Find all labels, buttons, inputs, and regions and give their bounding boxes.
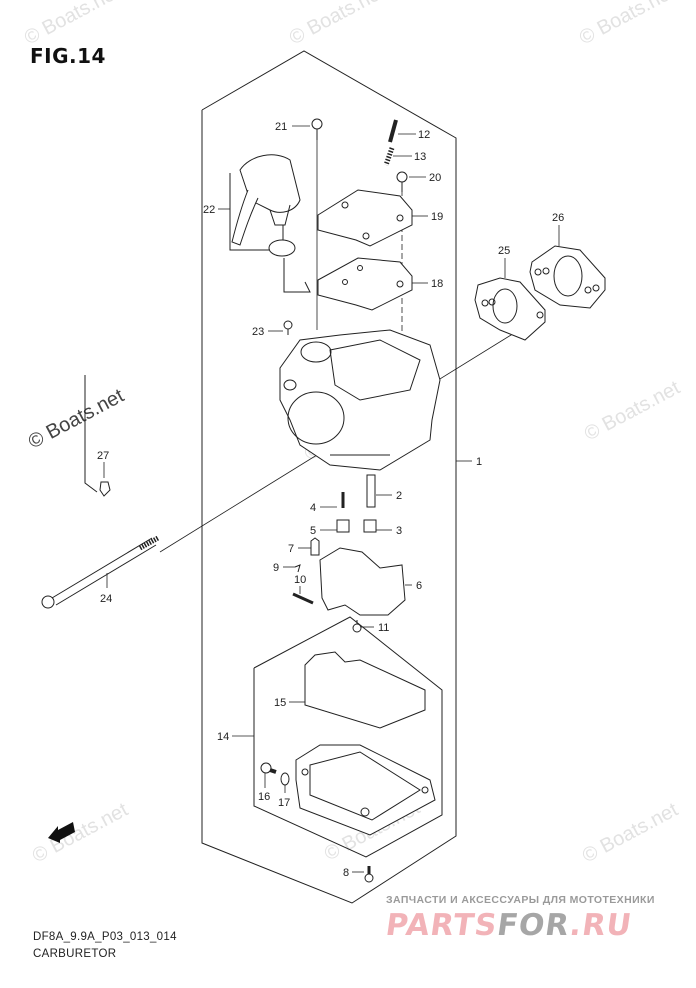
partsfor-logo: PARTSFOR.RU [384, 908, 635, 943]
float-chamber-outline [253, 616, 443, 858]
callout-11: 11 [378, 622, 389, 634]
part-17-gasket[interactable] [280, 772, 290, 786]
callout-17: 17 [278, 797, 290, 809]
callout-5: 5 [310, 525, 316, 537]
callout-2: 2 [396, 490, 402, 502]
callout-13: 13 [414, 151, 426, 163]
figure-code: DF8A_9.9A_P03_013_014 [33, 931, 177, 943]
part-9-clip[interactable] [294, 564, 301, 573]
part-11-screw[interactable] [352, 620, 362, 633]
callout-1: 1 [476, 456, 482, 468]
part-5-cap[interactable] [336, 519, 350, 533]
part-12-screw[interactable] [388, 119, 398, 143]
figure-title: FIG.14 [30, 44, 106, 68]
part-22-enrichener-valve[interactable] [229, 154, 311, 293]
partsfor-logo-ru: .RU [567, 908, 635, 943]
callout-14: 14 [217, 731, 229, 743]
callout-15: 15 [274, 697, 286, 709]
part-24-bolt[interactable] [41, 535, 160, 609]
part-8-screw[interactable] [364, 866, 374, 883]
part-19-plate[interactable] [317, 189, 413, 247]
callout-27: 27 [97, 450, 109, 462]
fwd-arrow-icon [48, 822, 75, 843]
partsfor-tagline: ЗАПЧАСТИ И АКСЕССУАРЫ ДЛЯ МОТОТЕХНИКИ [386, 894, 655, 906]
callout-8: 8 [343, 867, 349, 879]
callout-20: 20 [429, 172, 441, 184]
partsfor-logo-parts: PARTS [383, 908, 500, 943]
part-18-gasket[interactable] [317, 257, 413, 311]
float-chamber-bowl[interactable] [295, 744, 436, 836]
partsfor-logo-for: FOR [494, 908, 573, 943]
callout-6: 6 [416, 580, 422, 592]
part-15-gasket[interactable] [304, 651, 426, 729]
part-25-gasket[interactable] [474, 277, 546, 341]
callout-3: 3 [396, 525, 402, 537]
callout-12: 12 [418, 129, 430, 141]
callout-26: 26 [552, 212, 564, 224]
callout-23: 23 [252, 326, 264, 338]
callout-21: 21 [275, 121, 287, 133]
callout-10: 10 [294, 574, 306, 586]
callout-18: 18 [431, 278, 443, 290]
callout-9: 9 [273, 562, 279, 574]
part-13-spring[interactable] [383, 147, 395, 166]
part-27-clamp[interactable] [84, 375, 111, 497]
callout-19: 19 [431, 211, 443, 223]
callout-16: 16 [258, 791, 270, 803]
part-23-screw[interactable] [283, 320, 293, 335]
part-6-float[interactable] [319, 547, 406, 616]
leader-lines [103, 125, 560, 873]
callout-4: 4 [310, 502, 316, 514]
callout-25: 25 [498, 245, 510, 257]
part-21-screw[interactable] [311, 118, 323, 140]
callout-22: 22 [203, 204, 215, 216]
carburetor-body[interactable] [279, 329, 441, 471]
figure-name: CARBURETOR [33, 948, 117, 960]
part-26-insulator[interactable] [529, 245, 606, 309]
part-10-pin[interactable] [292, 592, 314, 605]
part-20-screw[interactable] [396, 171, 408, 192]
callout-24: 24 [100, 593, 112, 605]
assembly-outline [201, 50, 457, 904]
part-3-jet[interactable] [363, 519, 377, 533]
part-7-needle-valve[interactable] [310, 537, 320, 556]
part-2-tube[interactable] [366, 474, 376, 508]
callout-7: 7 [288, 543, 294, 555]
part-16-drain-screw[interactable] [260, 762, 277, 774]
